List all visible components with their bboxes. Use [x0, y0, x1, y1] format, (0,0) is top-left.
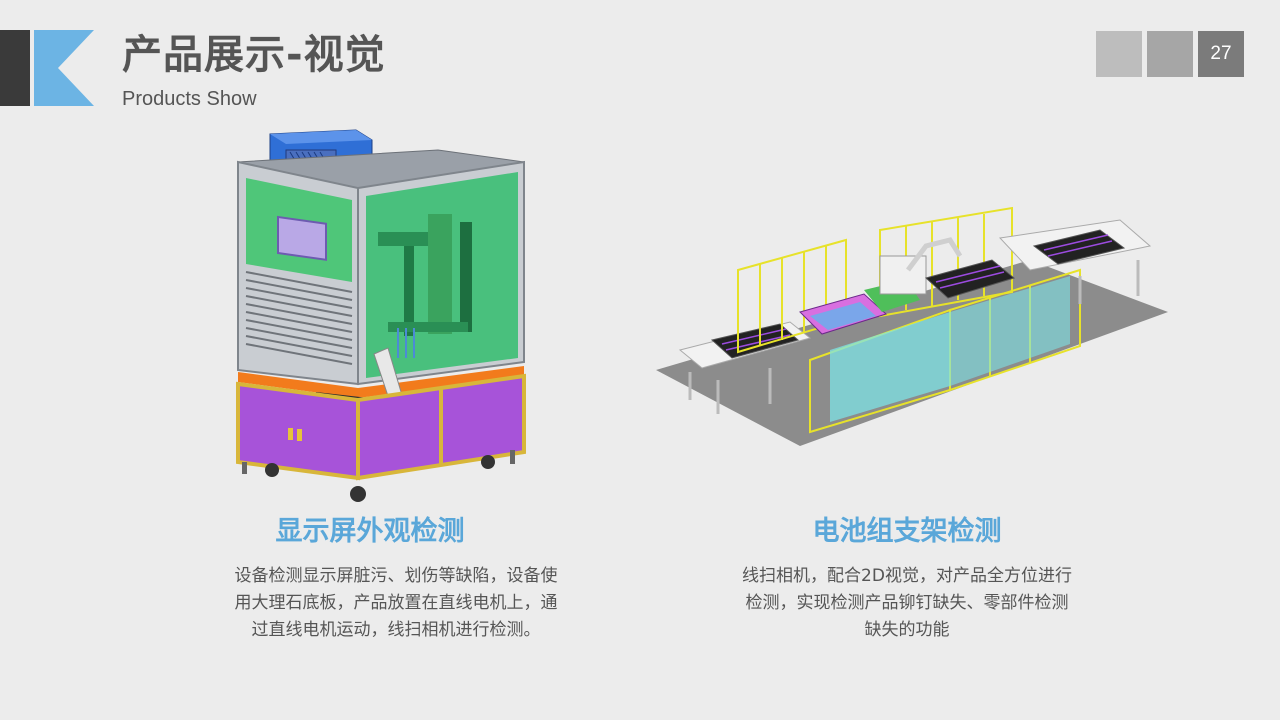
decor-block-light — [1096, 31, 1142, 77]
logo-k-icon — [34, 30, 94, 106]
logo-dark-bar — [0, 30, 30, 106]
product-1-title: 显示屏外观检测 — [275, 516, 465, 547]
product-1-description: 设备检测显示屏脏污、划伤等缺陷，设备使用大理石底板，产品放置在直线电机上，通过直… — [234, 566, 558, 640]
product-2-title: 电池组支架检测 — [812, 516, 1002, 547]
page-subtitle: Products Show — [122, 88, 257, 110]
page-title: 产品展示-视觉 — [122, 32, 386, 78]
product-2-description: 线扫相机，配合2D视觉，对产品全方位进行检测，实现检测产品铆钉缺失、零部件检测缺… — [742, 566, 1072, 640]
page-number: 27 — [1198, 31, 1244, 77]
battery-bracket-inspection-line-image — [656, 206, 1168, 446]
display-inspection-machine-image — [236, 129, 526, 502]
decor-block-mid — [1147, 31, 1193, 77]
